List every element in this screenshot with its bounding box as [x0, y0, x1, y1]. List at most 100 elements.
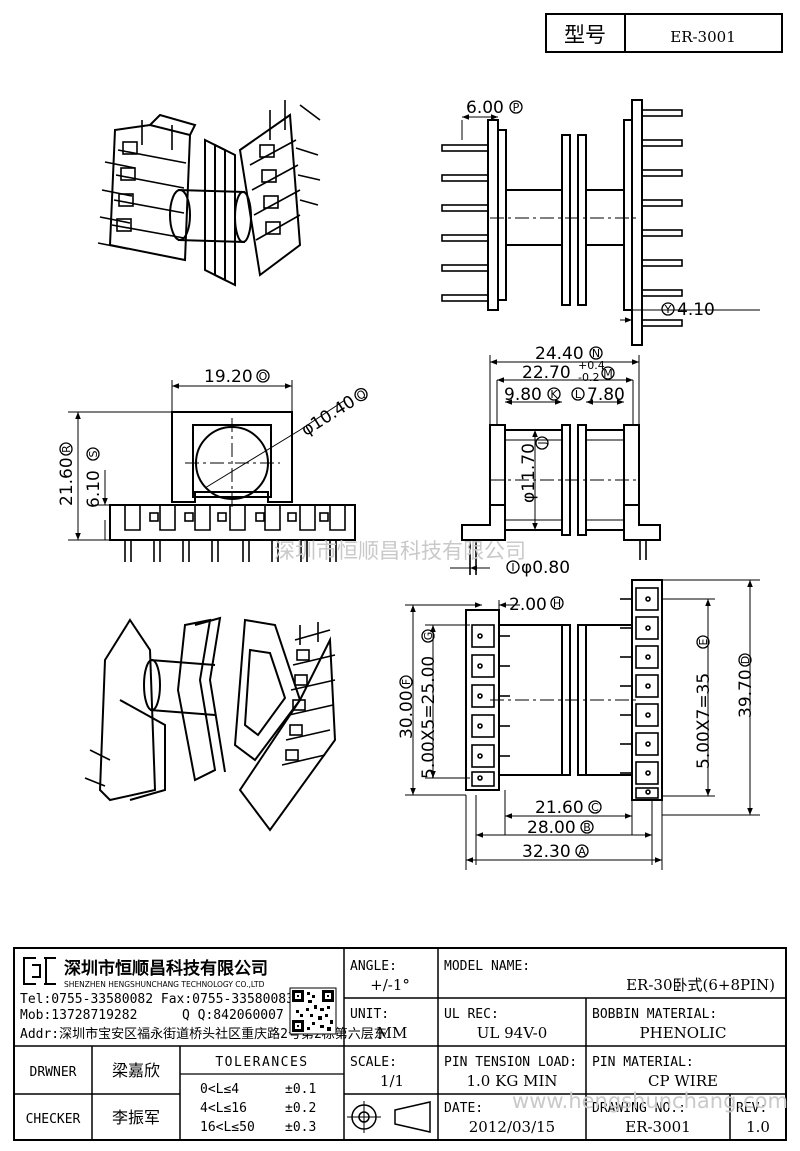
tol-value-3: ±0.3 — [285, 1120, 316, 1135]
dim-q-tag-circle — [354, 387, 368, 402]
dim-m-tol-upper: +0.4 — [578, 359, 605, 372]
part-number-header: 型号 ER-3001 — [545, 13, 783, 53]
dim-r-value: 21.60 — [57, 457, 77, 506]
dim-m-tag: M — [603, 367, 613, 380]
title-block — [13, 947, 787, 1141]
dim-i-value: φ0.80 — [521, 558, 570, 578]
dim-r-tag: R — [60, 445, 73, 453]
dim-n-tag-circle — [589, 346, 603, 360]
dim-b-value: 28.00 — [527, 818, 576, 838]
dim-o-value: 19.20 — [204, 367, 253, 387]
dim-b-tag-circle — [580, 820, 594, 834]
dim-p-tag: P — [513, 101, 520, 114]
angle-value: +/-1° — [370, 976, 410, 994]
pin-material-value: CP WIRE — [648, 1072, 718, 1090]
projection-symbol — [347, 1101, 431, 1133]
dim-d-tag: D — [739, 656, 752, 664]
dim-m-value: 22.70 — [522, 363, 571, 383]
tol-range-1: 0<L≤4 — [200, 1082, 239, 1097]
dim-e-tag: E — [697, 638, 710, 645]
tol-value-2: ±0.2 — [285, 1101, 316, 1116]
part-header-value: ER-3001 — [670, 28, 736, 46]
front-view — [68, 380, 356, 562]
isometric-view-top — [97, 100, 321, 287]
dim-s-tag-circle — [86, 447, 100, 461]
dim-f-value: 30.00 — [397, 690, 417, 739]
bobbin-label: BOBBIN MATERIAL: — [592, 1007, 717, 1022]
tolerances-title: TOLERANCES — [215, 1055, 308, 1070]
tol-range-3: 16<L≤50 — [200, 1120, 255, 1135]
watermark-company: 深圳市恒顺昌科技有限公司 — [274, 539, 526, 563]
dim-g-group: 5.00X5=25.00 G — [419, 629, 439, 779]
dim-m-tag-circle — [601, 366, 615, 380]
isometric-view-bottom — [84, 616, 337, 832]
model-value: ER-30卧式(6+8PIN) — [626, 976, 775, 994]
tol-value-1: ±0.1 — [285, 1082, 316, 1097]
company-logo — [23, 957, 56, 985]
dim-d-tag-circle — [738, 653, 752, 667]
dim-o-tag: O — [259, 370, 268, 383]
dim-r-group: 21.60 R — [57, 442, 77, 506]
dim-j-tag: J — [536, 441, 549, 445]
ul-label: UL REC: — [444, 1007, 499, 1022]
dim-a-tag: A — [578, 845, 586, 858]
unit-label: UNIT: — [350, 1007, 389, 1022]
dim-j-group: φ11.70 J — [519, 436, 549, 503]
bobbin-value: PHENOLIC — [640, 1024, 727, 1042]
scale-value: 1/1 — [380, 1072, 404, 1090]
dim-q-value: φ10.40 — [298, 392, 359, 441]
dim-p-value: 6.00 — [466, 98, 504, 118]
dim-s-value: 6.10 — [84, 470, 104, 508]
dim-g-value: 5.00X5=25.00 — [419, 656, 439, 779]
dim-k-value: 9.80 — [504, 385, 542, 405]
dim-j-value: φ11.70 — [519, 443, 539, 503]
dim-o-tag-circle — [256, 369, 270, 383]
pin-tension-label: PIN TENSION LOAD: — [444, 1055, 577, 1070]
rev-label: REV: — [736, 1101, 767, 1116]
checker-value: 李振军 — [112, 1108, 160, 1127]
side-view — [441, 99, 760, 346]
dim-c-value: 21.60 — [535, 798, 584, 818]
dim-j-tag-circle — [535, 436, 549, 450]
dim-i-tag: I — [511, 561, 514, 574]
dim-l-tag-circle — [571, 387, 585, 401]
dim-r-tag-circle — [59, 442, 73, 456]
dim-a-value: 32.30 — [522, 842, 571, 862]
unit-value: MM — [377, 1024, 408, 1042]
company-name-en: SHENZHEN HENGSHUNCHANG TECHNOLOGY CO.,LT… — [64, 980, 265, 989]
drawer-label: DRWNER — [30, 1065, 77, 1080]
dim-e-tag-circle — [696, 635, 710, 649]
dim-e-value: 5.00X7=35 — [694, 673, 714, 769]
dim-f-tag: F — [400, 679, 413, 685]
dim-h-tag-circle — [550, 596, 564, 610]
dim-c-tag: C — [591, 801, 599, 814]
pin-material-label: PIN MATERIAL: — [592, 1055, 694, 1070]
dim-l-value: 7.80 — [587, 385, 625, 405]
company-mob: Mob:13728719282 — [20, 1008, 137, 1023]
date-value: 2012/03/15 — [469, 1118, 555, 1136]
qr-code — [289, 987, 337, 1035]
dim-a-tag-circle — [575, 844, 589, 858]
dim-f-tag-circle — [399, 675, 413, 689]
dim-m-tol-lower: -0.2 — [578, 371, 599, 384]
watermark-url: www.hengshunchang.com — [512, 1089, 788, 1113]
dim-k-tag: K — [550, 388, 558, 401]
date-label: DATE: — [444, 1101, 483, 1116]
dim-k-tag-circle — [547, 387, 561, 401]
dim-s-group: 6.10 S — [84, 447, 104, 508]
scale-label: SCALE: — [350, 1055, 397, 1070]
dim-i-tag-circle — [506, 560, 520, 574]
drawer-value: 梁嘉欣 — [112, 1061, 160, 1080]
dim-n-tag: N — [592, 347, 600, 360]
model-label: MODEL NAME: — [444, 959, 530, 974]
dim-y-value: 4.10 — [677, 300, 715, 320]
top-view — [450, 355, 661, 575]
ul-value: UL 94V-0 — [477, 1024, 548, 1042]
dim-h-tag: H — [553, 597, 561, 610]
dim-f-group: 30.00 F — [397, 675, 417, 739]
checker-label: CHECKER — [26, 1112, 81, 1127]
dim-e-group: 5.00X7=35 E — [694, 635, 714, 769]
dim-y-tag: Y — [664, 303, 672, 316]
dim-h-value: 2.00 — [509, 595, 547, 615]
